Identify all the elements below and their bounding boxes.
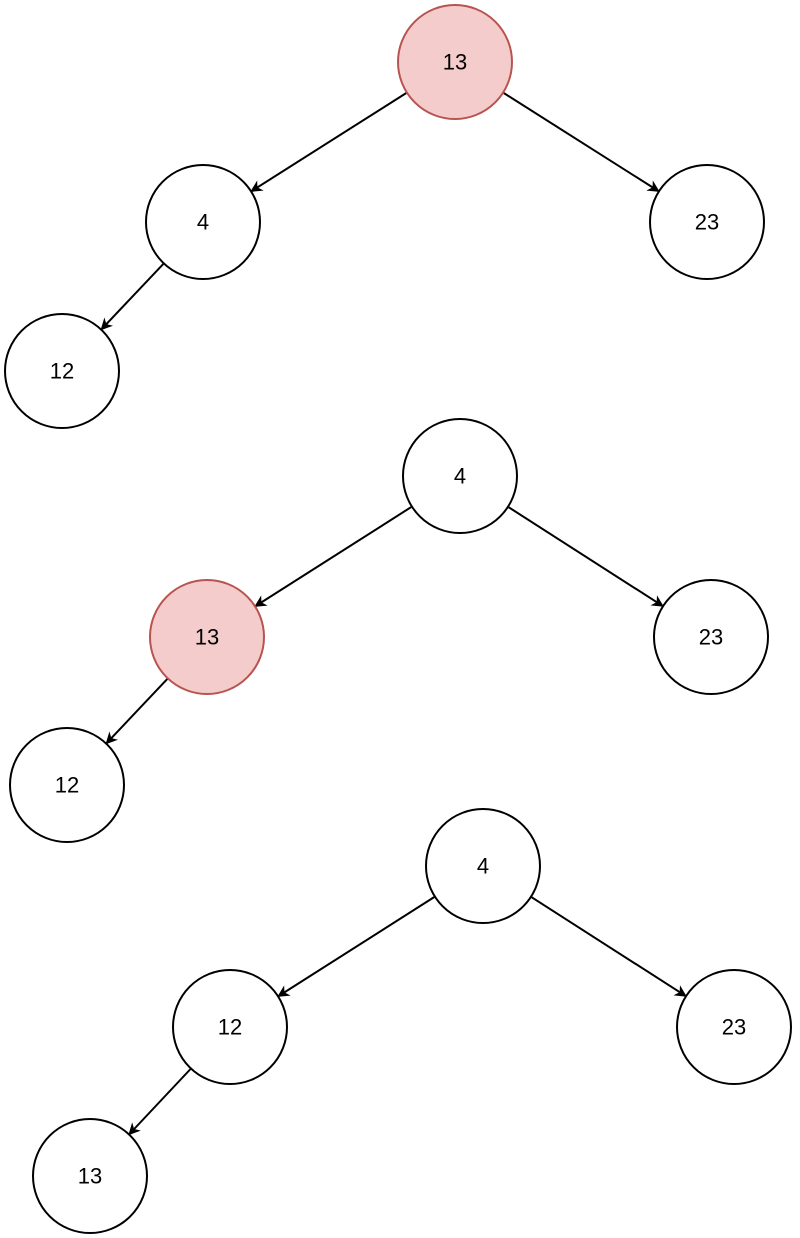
edges-layer <box>100 91 687 1136</box>
node-label: 12 <box>50 359 74 384</box>
node-label: 12 <box>55 773 79 798</box>
tree-edge <box>502 91 660 193</box>
node-label: 12 <box>218 1015 242 1040</box>
tree-node: 12 <box>4 313 120 429</box>
node-circle <box>425 808 541 924</box>
nodes-layer: 13 4 23 12 4 13 23 12 4 12 23 13 <box>4 4 792 1234</box>
node-label: 13 <box>443 50 467 75</box>
tree-node: 4 <box>425 808 541 924</box>
tree-node: 12 <box>172 969 288 1085</box>
tree-node-highlighted: 13 <box>397 4 513 120</box>
tree-edge <box>100 262 165 331</box>
tree-node: 4 <box>402 418 518 534</box>
node-circle <box>4 313 120 429</box>
node-label: 23 <box>695 210 719 235</box>
node-circle <box>149 579 265 695</box>
tree-edge <box>250 91 408 193</box>
tree-edge <box>277 895 436 998</box>
node-label: 4 <box>454 464 466 489</box>
node-circle <box>145 164 261 280</box>
tree-edge <box>507 505 664 608</box>
tree-node: 12 <box>9 727 125 843</box>
node-label: 4 <box>197 210 209 235</box>
node-label: 23 <box>699 625 723 650</box>
tree-node: 13 <box>32 1118 148 1234</box>
tree-edge <box>105 677 169 745</box>
tree-node-highlighted: 13 <box>149 579 265 695</box>
node-circle <box>402 418 518 534</box>
tree-edge <box>128 1067 192 1136</box>
tree-node: 23 <box>649 164 765 280</box>
tree-edge <box>530 895 687 998</box>
node-label: 13 <box>78 1164 102 1189</box>
node-circle <box>9 727 125 843</box>
node-label: 13 <box>195 625 219 650</box>
node-label: 23 <box>722 1015 746 1040</box>
node-circle <box>653 579 769 695</box>
tree-node: 4 <box>145 164 261 280</box>
tree-edge <box>254 505 413 608</box>
node-circle <box>649 164 765 280</box>
node-circle <box>676 969 792 1085</box>
node-circle <box>32 1118 148 1234</box>
tree-node: 23 <box>653 579 769 695</box>
node-circle <box>172 969 288 1085</box>
tree-node: 23 <box>676 969 792 1085</box>
node-label: 4 <box>477 854 489 879</box>
node-circle <box>397 4 513 120</box>
